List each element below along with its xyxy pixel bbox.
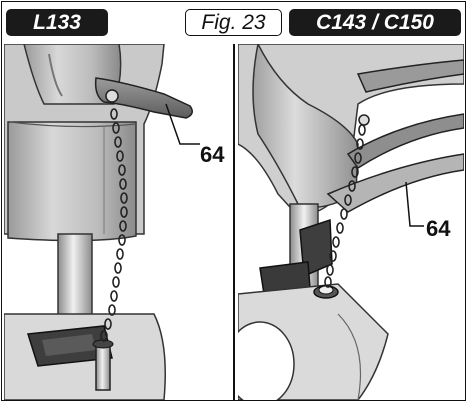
illustration-left-panel bbox=[4, 44, 230, 400]
model-tag-left: L133 bbox=[6, 9, 108, 36]
model-tag-right: C143 / C150 bbox=[289, 9, 461, 36]
part-number-callout-left: 64 bbox=[200, 142, 225, 167]
illustration-left bbox=[4, 44, 230, 400]
illustration-right-panel bbox=[238, 44, 464, 400]
part-number-callout-right: 64 bbox=[426, 216, 451, 241]
illustration-right bbox=[238, 44, 464, 400]
figure-label: Fig. 23 bbox=[185, 9, 282, 36]
panel-divider bbox=[233, 44, 235, 400]
